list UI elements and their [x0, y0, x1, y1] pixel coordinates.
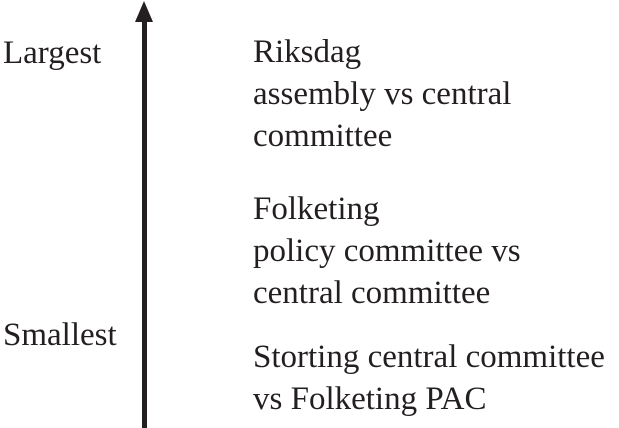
comparison-item-folketing: Folketing policy committee vs central co…: [253, 191, 521, 311]
axis-label-smallest: Smallest: [3, 317, 117, 353]
comparison-item-riksdag: Riksdag assembly vs central committee: [253, 34, 512, 154]
comparison-item-storting: Storting central committee vs Folketing …: [253, 339, 605, 417]
axis-label-largest: Largest: [3, 35, 102, 71]
arrow-up-head-icon: [135, 1, 153, 22]
arrow-shaft: [142, 16, 147, 428]
